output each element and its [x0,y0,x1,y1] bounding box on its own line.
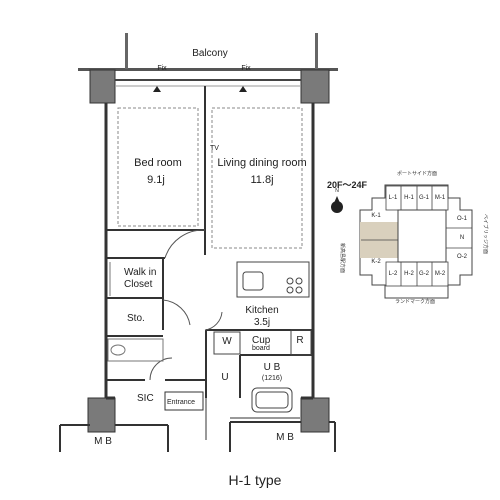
window-line [115,79,301,92]
key-plan-floors: 20F～24F [327,180,368,190]
mb-left-label: M B [94,436,112,447]
unit-bath-label-line1: U B [263,362,281,373]
fix-left-label: Fix [157,65,167,72]
mb-right-label: M B [276,432,294,443]
entrance-area [164,391,300,440]
door-swings [149,229,223,381]
balcony-label: Balcony [192,48,228,59]
fix-right-label: Fix [241,65,251,72]
unit-bath-label-line2: (1216) [261,375,283,382]
balcony-area [78,33,338,71]
bathtub [251,387,293,413]
living-label: Living dining room [217,157,307,169]
entrance-label: Entrance [167,399,196,406]
kitchen-size: 3.5j [253,317,271,328]
unit-h2: H-2 [404,271,414,277]
sic-label: SIC [137,393,154,404]
unit-l2: L-2 [388,271,398,277]
storage-label: Sto. [127,313,145,324]
kitchen-counter [236,261,310,298]
key-plan-bottom-direction: ランドマーク方面 [395,299,436,305]
walkin-closet-label-line2: Closet [124,279,153,290]
unit-n: N [459,235,465,241]
bedroom-size: 9.1j [147,174,165,186]
structural-columns [87,69,330,433]
key-plan-left-direction: 新高島駅方面 [339,243,345,274]
unit-g1: G-1 [418,195,430,201]
unit-k2: K-2 [371,259,381,265]
compass-icon [331,201,343,213]
outer-walls [104,103,315,400]
living-size: 11.8j [250,174,274,186]
unit-o1: O-1 [456,216,468,222]
bedroom-label: Bed room [134,157,182,169]
fridge-label: R [296,335,304,346]
walkin-closet-label-line1: Walk in [124,267,157,278]
key-plan-right-direction: ベイブリッジ方面 [482,214,488,255]
kitchen-label: Kitchen [245,305,279,316]
furniture-outlines [117,107,303,249]
meter-boxes [59,421,336,452]
unit-h1: H-1 [404,195,414,201]
plan-type-title: H-1 type [228,472,282,488]
unit-m1: M-1 [434,195,446,201]
key-plan [331,184,473,299]
appliance-boxes [213,329,312,356]
unit-m2: M-2 [434,271,446,277]
unit-o2: O-2 [456,254,468,260]
interior-walls [106,86,313,398]
toilet-label: U [221,372,229,383]
tv-label: TV [210,145,219,152]
unit-k1: K-1 [371,213,381,219]
compass-north-label: N [335,188,339,194]
key-plan-top-direction: ポートサイド方面 [397,171,438,177]
washer-label: W [222,336,232,347]
cupboard-label-line2: board [252,345,270,352]
closet-fixtures [107,262,164,362]
unit-g2: G-2 [418,271,430,277]
cupboard-label-line1: Cup [252,335,271,346]
unit-l1: L-1 [388,195,398,201]
